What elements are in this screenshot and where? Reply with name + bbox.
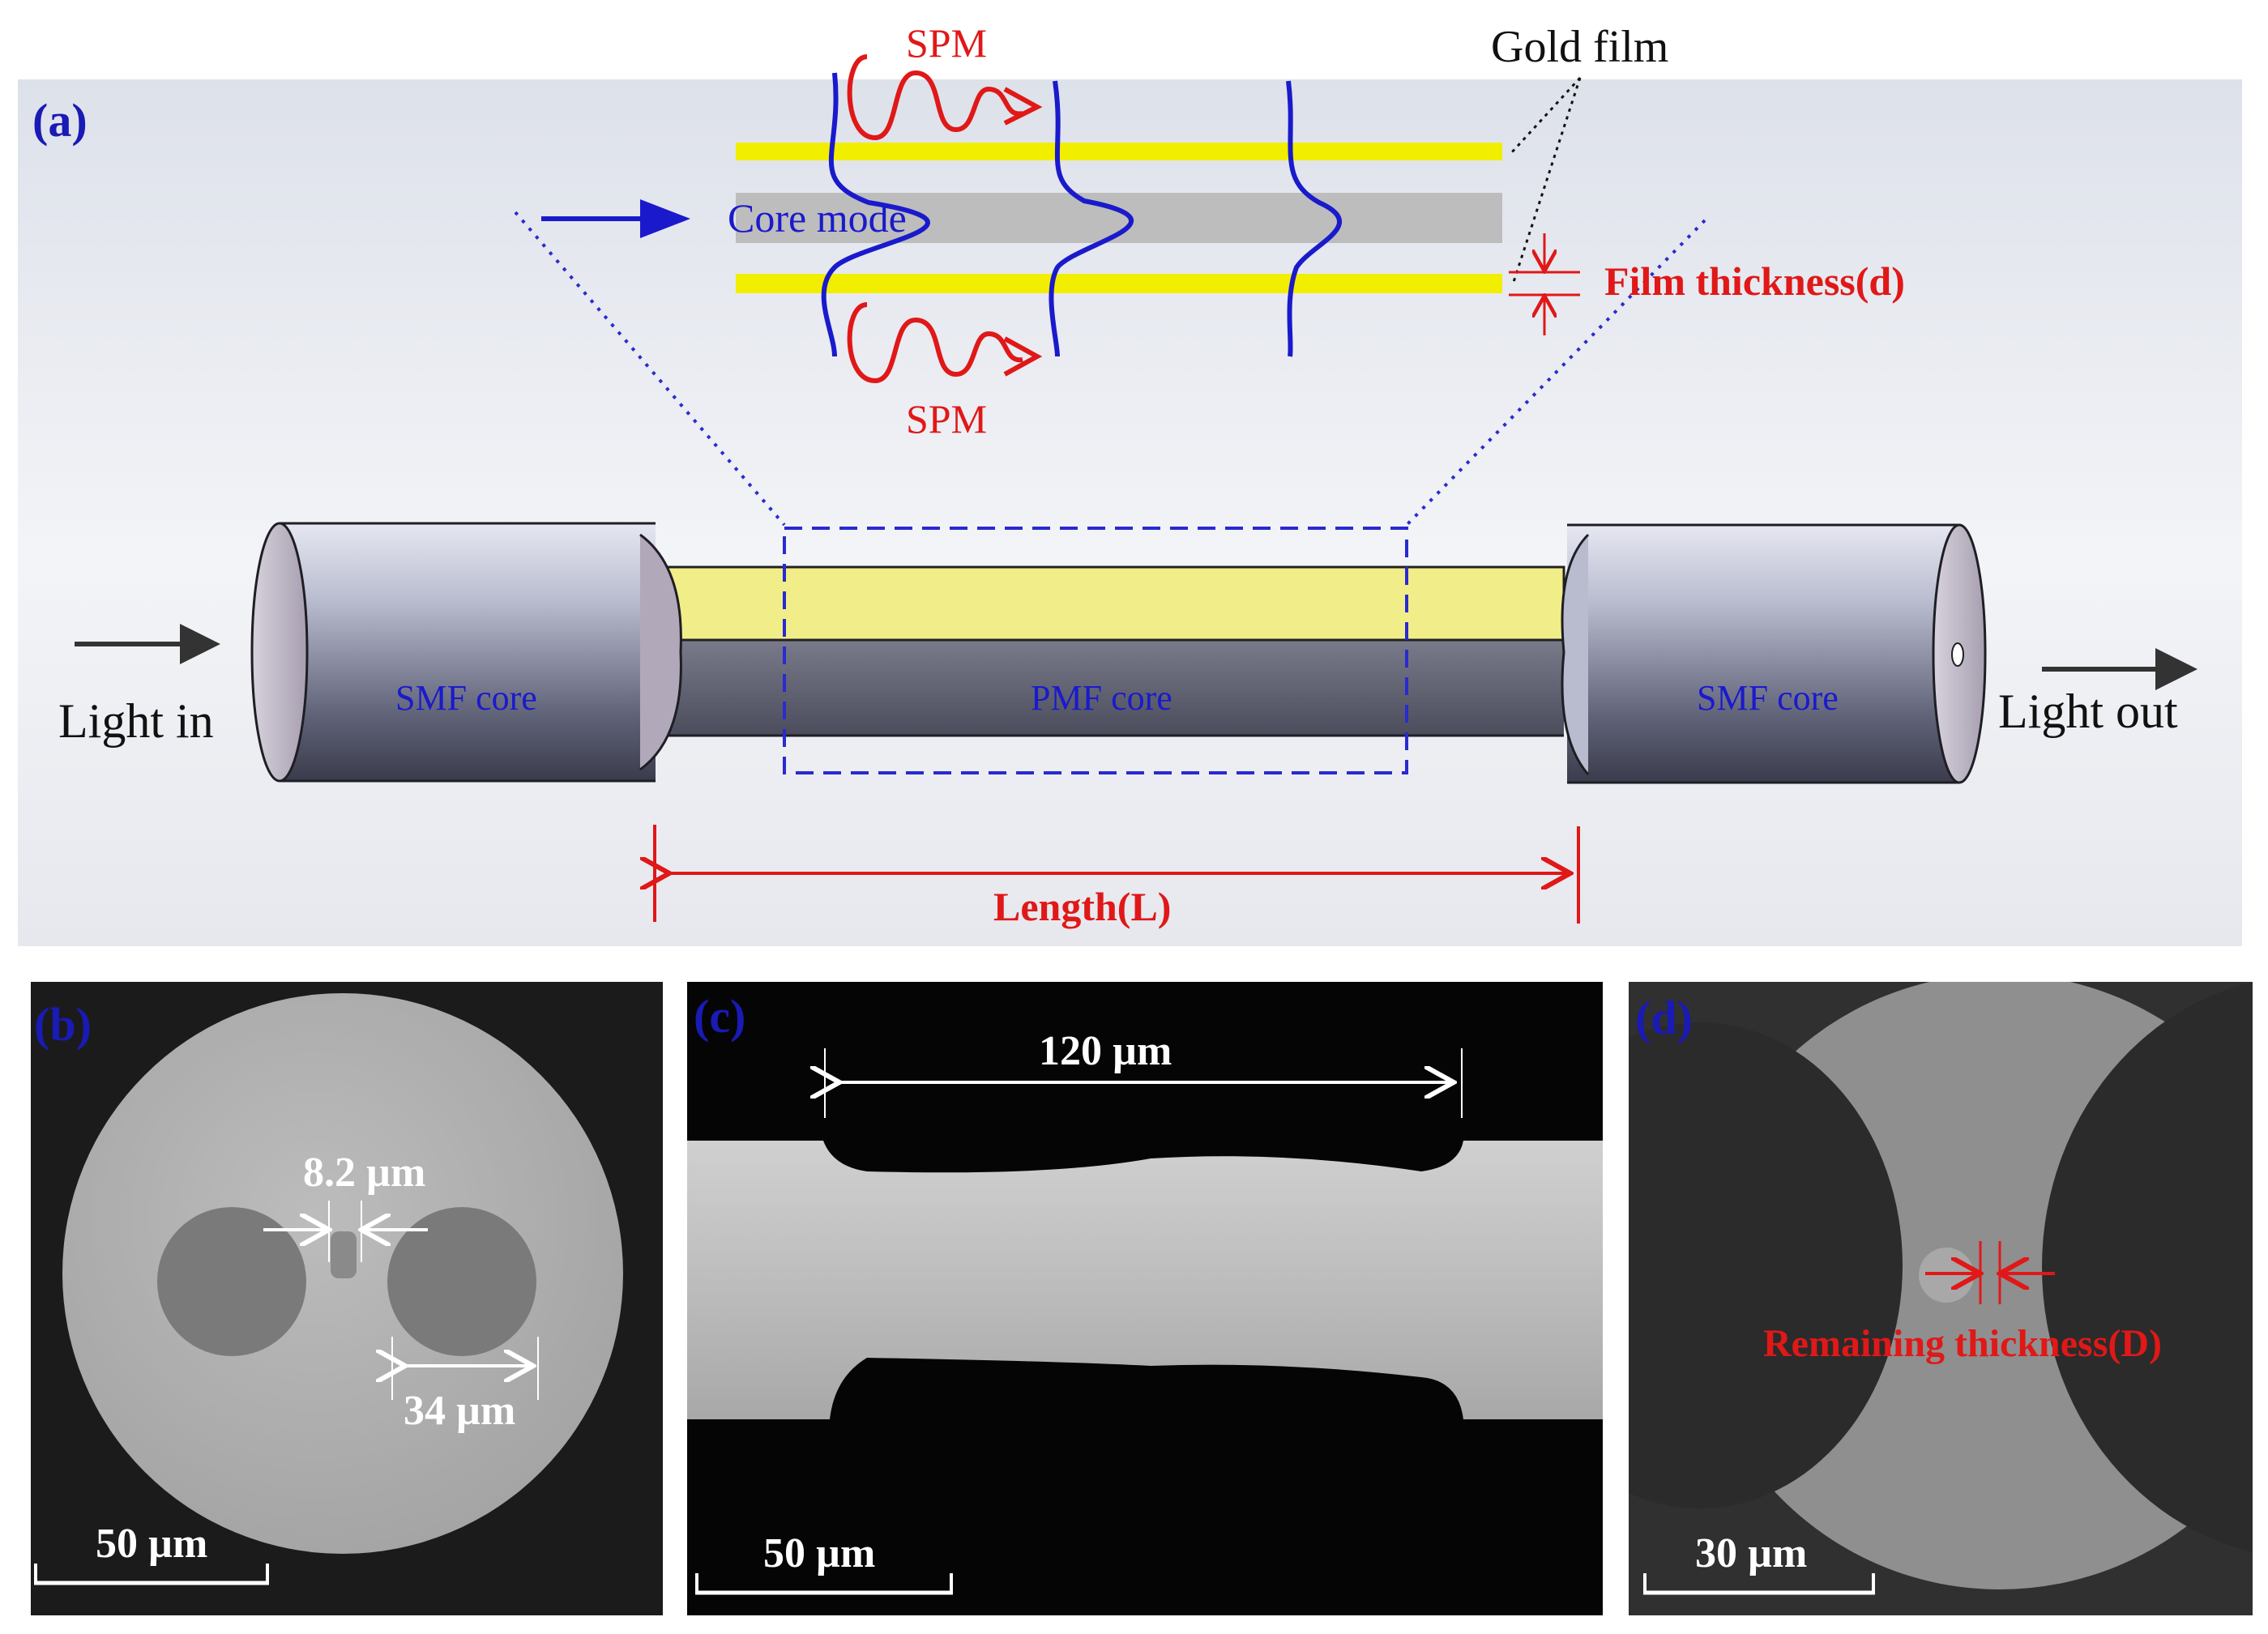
smf-core-right-label: SMF core: [1697, 678, 1839, 718]
polished-hole-left: [1629, 1022, 1903, 1508]
panel-c-letter: (c): [694, 990, 745, 1043]
panel-a-letter: (a): [32, 94, 88, 147]
spm-wave-top: [847, 54, 1023, 141]
core-mode-arrowhead: [640, 199, 690, 238]
smf-right-left-face: [1561, 533, 1590, 775]
light-out-arrowhead: [2155, 648, 2198, 690]
core-gap-label: 8.2 µm: [303, 1150, 425, 1196]
gold-film-label: Gold film: [1491, 22, 1668, 72]
gold-coating: [630, 565, 1565, 642]
fiber-core: [331, 1231, 357, 1278]
fiber-device: SMF core PMF core SMF core: [250, 522, 1987, 784]
smf-left-endface: [250, 522, 309, 783]
smf-left-body: [280, 523, 656, 781]
spm-wave-bottom: [847, 302, 1023, 384]
spm-label-bottom: SPM: [906, 396, 987, 442]
zoom-guide-right: [1405, 219, 1706, 527]
hole-diameter-label: 34 µm: [404, 1388, 515, 1434]
spm-arrowhead-bottom: [1003, 336, 1043, 377]
mode-profile-1: [821, 72, 930, 357]
mode-profile-2: [1049, 80, 1134, 357]
pmf-core-label: PMF core: [1031, 678, 1172, 718]
scale-label-c: 50 µm: [763, 1530, 875, 1576]
panel-b: 8.2 µm 34 µm 50 µm (b): [31, 982, 663, 1615]
gold-film-leader-2: [1512, 77, 1582, 283]
gold-film-bottom: [736, 274, 1502, 293]
smf-right-core-dot: [1951, 642, 1964, 667]
panel-c: 120 µm 50 µm (c): [687, 982, 1603, 1615]
light-out-label: Light out: [1998, 685, 2178, 738]
mode-profile-3: [1286, 80, 1343, 357]
length-label: Length(L): [993, 884, 1171, 929]
air-hole-right: [387, 1207, 536, 1356]
panel-d: Remaining thickness(D) 30 µm (d): [1629, 982, 2253, 1615]
polished-hole-right: [2042, 982, 2253, 1552]
light-in-arrowhead: [180, 624, 220, 664]
light-in-label: Light in: [58, 694, 214, 748]
scale-label-d: 30 µm: [1695, 1530, 1807, 1576]
panel-d-letter: (d): [1635, 992, 1693, 1044]
gold-film-leader-1: [1509, 76, 1582, 156]
gold-film-top: [736, 143, 1502, 160]
tapered-fiber: [687, 1141, 1603, 1419]
panel-b-letter: (b): [34, 998, 92, 1051]
zoom-region-box: [783, 527, 1408, 774]
film-thickness-label: Film thickness(d): [1604, 258, 1905, 304]
smf-core-left-label: SMF core: [395, 678, 537, 718]
length-c-label: 120 µm: [1039, 1028, 1172, 1074]
smf-right-body: [1567, 525, 1956, 783]
remaining-label: Remaining thickness(D): [1763, 1322, 2162, 1365]
scale-label-b: 50 µm: [96, 1521, 207, 1567]
panel-a: (a) Core mode SPM SPM Gold film Film t: [18, 20, 2242, 946]
spm-arrowhead-top: [1003, 87, 1043, 126]
smf-left-right-face: [639, 533, 682, 771]
spm-label-top: SPM: [906, 20, 987, 66]
air-hole-left: [157, 1207, 306, 1356]
